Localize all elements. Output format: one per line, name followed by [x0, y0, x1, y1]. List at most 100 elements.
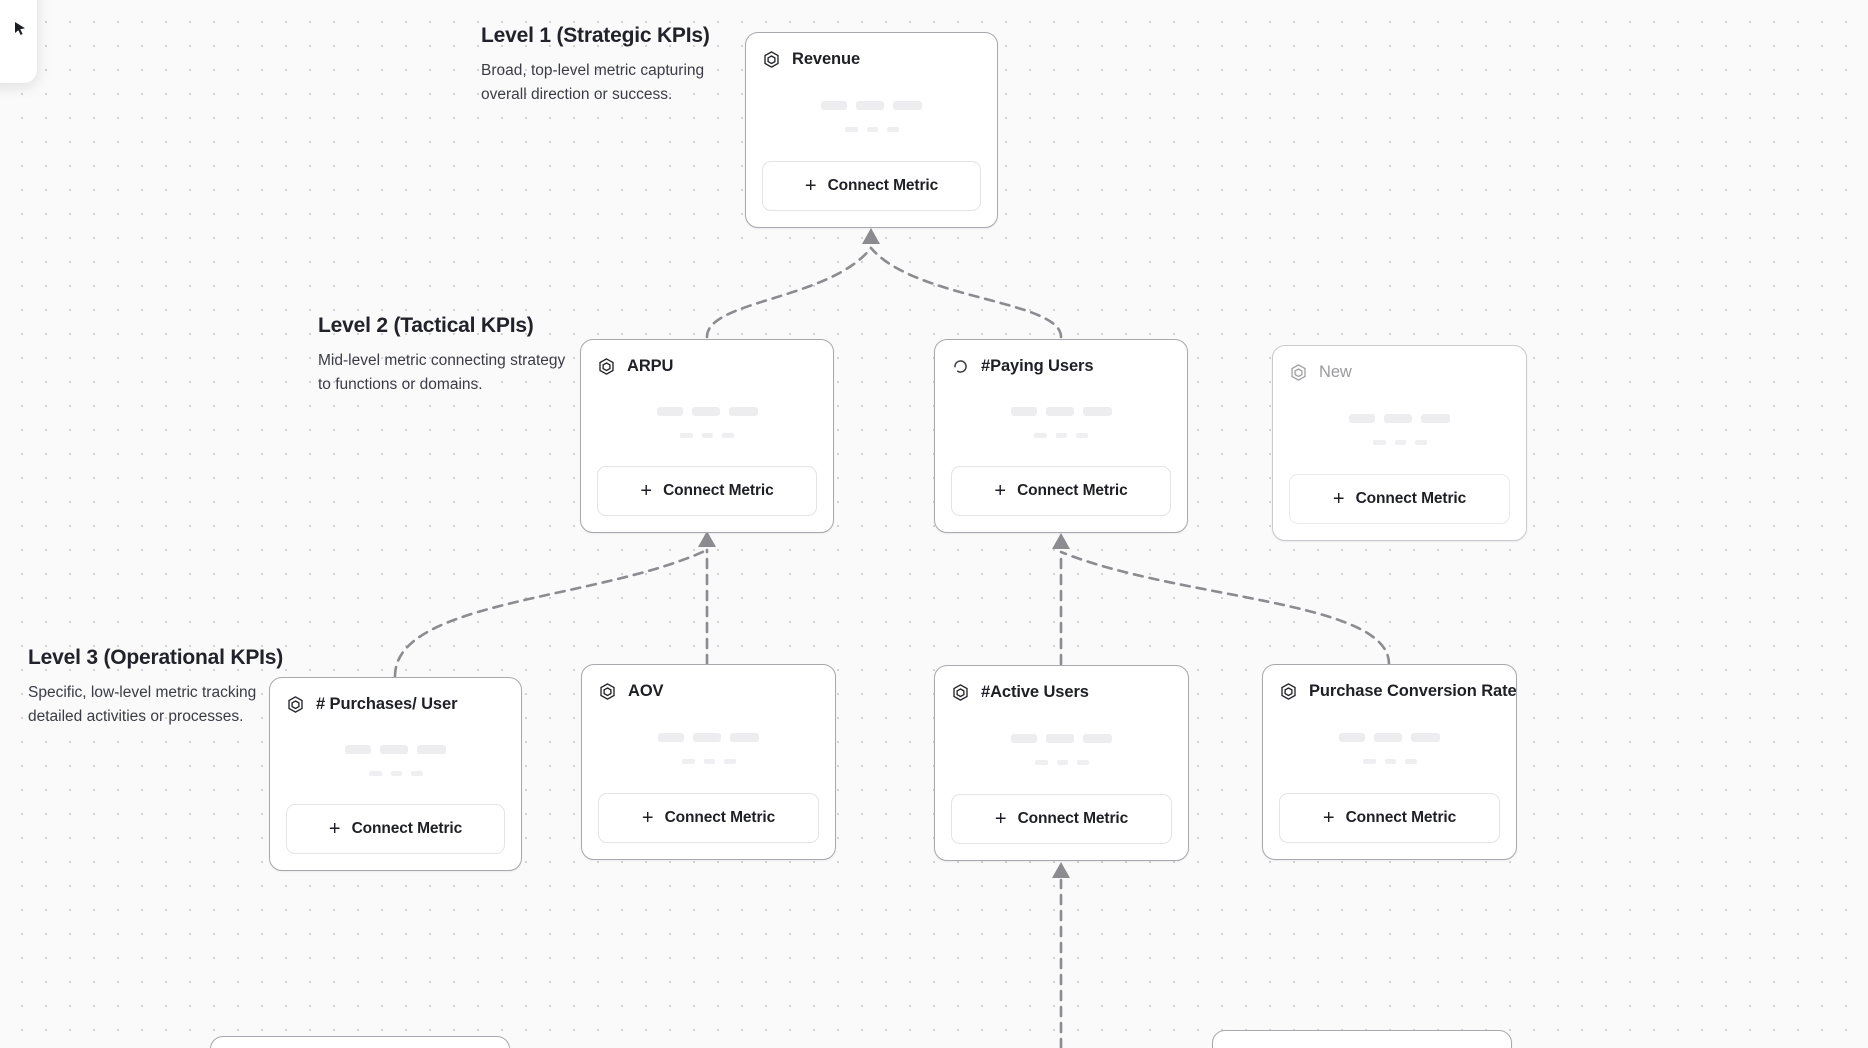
plus-icon: +: [1332, 488, 1345, 510]
metric-hexagon-icon: [953, 683, 968, 701]
connect-metric-label: Connect Metric: [1345, 809, 1457, 826]
skeleton-bar: [856, 100, 884, 110]
arrowhead-paying: [1052, 533, 1070, 549]
skeleton-bar: [702, 432, 713, 438]
skeleton-row-secondary: [681, 758, 736, 764]
skeleton-row-primary: [658, 732, 759, 742]
connect-metric-button[interactable]: + Connect Metric: [597, 466, 817, 516]
card-header: #Active Users: [951, 680, 1172, 704]
level-2-label-block: Level 2 (Tactical KPIs) Mid-level metric…: [318, 314, 568, 397]
metric-card-offscreen-left[interactable]: [210, 1036, 510, 1048]
card-skeleton-body: [1279, 703, 1500, 793]
skeleton-bar: [1076, 432, 1088, 438]
connect-metric-label: Connect Metric: [1017, 482, 1128, 499]
skeleton-bar: [821, 100, 847, 110]
skeleton-bar: [1010, 406, 1037, 416]
metric-card-new[interactable]: New + Connect Metric: [1272, 345, 1527, 541]
card-skeleton-body: [951, 704, 1172, 794]
arrowhead-arpu-left: [698, 531, 716, 547]
metric-card-purchases-per-user[interactable]: # Purchases/ User + Connect Metric: [269, 677, 522, 871]
card-title: # Purchases/ User: [316, 694, 458, 713]
skeleton-bar: [728, 406, 758, 416]
metric-card-aov[interactable]: AOV + Connect Metric: [581, 664, 836, 860]
card-title: #Paying Users: [981, 356, 1094, 375]
metric-card-offscreen-right[interactable]: [1212, 1030, 1512, 1048]
skeleton-row-secondary: [368, 770, 423, 776]
card-skeleton-body: [597, 378, 817, 466]
connect-metric-button[interactable]: + Connect Metric: [598, 793, 819, 843]
plus-icon: +: [328, 818, 341, 840]
card-title: New: [1319, 362, 1352, 381]
skeleton-bar: [1056, 432, 1067, 438]
level-3-description: Specific, low-level metric tracking deta…: [28, 684, 257, 725]
skeleton-bar: [1339, 732, 1365, 742]
metric-card-revenue[interactable]: Revenue + Connect Metric: [745, 32, 998, 228]
plus-icon: +: [641, 807, 654, 829]
skeleton-bar: [1034, 759, 1048, 765]
plus-icon: +: [640, 480, 653, 502]
skeleton-bar: [1046, 733, 1074, 743]
loading-spinner-icon: [954, 359, 967, 373]
card-title: #Active Users: [981, 682, 1089, 701]
skeleton-bar: [1374, 732, 1402, 742]
card-header: Purchase Conversion Rate: [1279, 679, 1516, 703]
card-skeleton-body: [1289, 384, 1510, 474]
level-2-title: Level 2 (Tactical KPIs): [318, 314, 534, 337]
card-header: # Purchases/ User: [286, 692, 505, 716]
level-2-description: Mid-level metric connecting strategy to …: [318, 352, 566, 393]
card-header: Revenue: [762, 47, 981, 71]
skeleton-bar: [656, 406, 683, 416]
level-1-description: Broad, top-level metric capturing overal…: [481, 62, 705, 103]
metric-card-arpu[interactable]: ARPU + Connect Metric: [580, 339, 834, 533]
skeleton-bar: [886, 126, 899, 132]
skeleton-bar: [368, 770, 382, 776]
skeleton-row-primary: [1010, 406, 1112, 416]
skeleton-bar: [1404, 758, 1417, 764]
skeleton-row-primary: [1349, 413, 1450, 423]
metric-hexagon-icon: [288, 695, 303, 713]
connect-metric-button[interactable]: + Connect Metric: [951, 466, 1171, 516]
skeleton-row-primary: [821, 100, 922, 110]
edge-arpu-revenue: [705, 246, 873, 339]
metric-hexagon-icon: [600, 682, 615, 700]
connect-metric-label: Connect Metric: [663, 482, 774, 499]
connect-metric-button[interactable]: + Connect Metric: [762, 161, 981, 211]
connect-metric-button[interactable]: + Connect Metric: [1279, 793, 1500, 843]
skeleton-bar: [417, 744, 446, 754]
metric-hexagon-icon: [599, 357, 614, 375]
connect-metric-button[interactable]: + Connect Metric: [286, 804, 505, 854]
edge-paying-revenue: [869, 246, 1063, 339]
skeleton-bar: [1362, 758, 1376, 764]
connect-metric-button[interactable]: + Connect Metric: [1289, 474, 1510, 524]
skeleton-bar: [866, 126, 878, 132]
skeleton-bar: [681, 758, 695, 764]
skeleton-bar: [730, 732, 759, 742]
connect-metric-button[interactable]: + Connect Metric: [951, 794, 1172, 844]
plus-icon: +: [804, 175, 817, 197]
card-title: Revenue: [792, 49, 861, 68]
card-skeleton-body: [762, 71, 981, 161]
skeleton-bar: [1421, 413, 1450, 423]
metric-card-active-users[interactable]: #Active Users + Connect Metric: [934, 665, 1189, 861]
connect-metric-label: Connect Metric: [664, 809, 776, 826]
floating-toolbar-panel[interactable]: [0, 0, 38, 84]
skeleton-bar: [1083, 733, 1112, 743]
metric-hexagon-icon: [1281, 682, 1296, 700]
skeleton-bar: [1394, 439, 1406, 445]
skeleton-bar: [693, 732, 721, 742]
skeleton-bar: [1384, 413, 1412, 423]
skeleton-row-secondary: [1372, 439, 1427, 445]
metric-hexagon-icon: [1291, 363, 1306, 381]
skeleton-row-secondary: [1034, 432, 1088, 438]
level-1-label-block: Level 1 (Strategic KPIs) Broad, top-leve…: [481, 24, 731, 107]
card-header: ARPU: [597, 354, 817, 378]
skeleton-row-primary: [1011, 733, 1112, 743]
skeleton-bar: [893, 100, 922, 110]
metric-card-paying-users[interactable]: #Paying Users + Connect Metric: [934, 339, 1188, 533]
skeleton-bar: [844, 126, 858, 132]
metric-card-purchase-conversion-rate[interactable]: Purchase Conversion Rate + Connect Metri…: [1262, 664, 1517, 860]
edge-pcr-paying: [1059, 550, 1391, 666]
skeleton-bar: [1076, 759, 1089, 765]
connect-metric-label: Connect Metric: [1355, 490, 1467, 507]
